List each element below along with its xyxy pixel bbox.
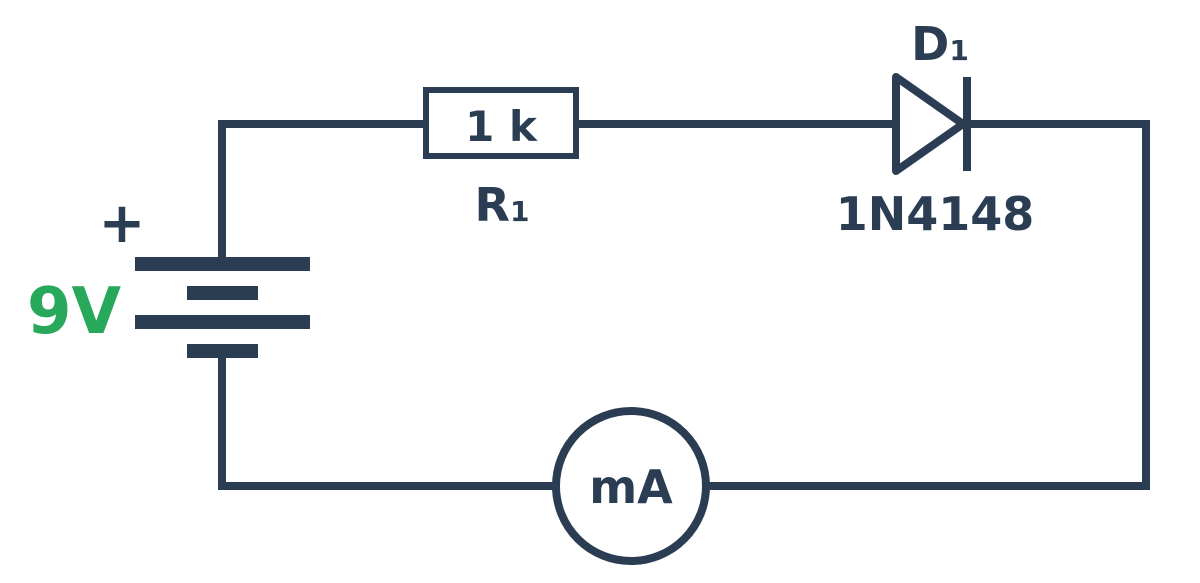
resistor-designator: R1 (475, 178, 530, 232)
battery-plate-long-2 (135, 315, 310, 329)
diode-part-number: 1N4148 (836, 187, 1035, 241)
ammeter-label: mA (589, 460, 673, 514)
resistor-symbol: 1 k R1 (423, 87, 579, 232)
battery-polarity-plus: + (99, 191, 146, 256)
battery-symbol: + 9V (27, 191, 310, 358)
resistor-value: 1 k (465, 102, 538, 151)
ammeter-circle (552, 407, 710, 565)
diode-symbol: D1 1N4148 (836, 17, 1035, 241)
battery-voltage-label: 9V (27, 275, 122, 349)
battery-plate-short-1 (187, 286, 258, 300)
battery-plate-long-1 (135, 257, 310, 271)
wire-diode-to-meter (706, 120, 1150, 490)
diode-triangle (892, 73, 967, 175)
battery-plate-short-2 (187, 344, 258, 358)
resistor-body (423, 87, 579, 159)
ammeter-symbol: mA (552, 407, 710, 565)
wire-battery-to-resistor (218, 120, 426, 262)
wires (218, 120, 1150, 490)
diode-cathode-bar (963, 77, 971, 171)
wire-meter-to-battery (218, 354, 556, 490)
diode-designator: D1 (911, 17, 969, 71)
